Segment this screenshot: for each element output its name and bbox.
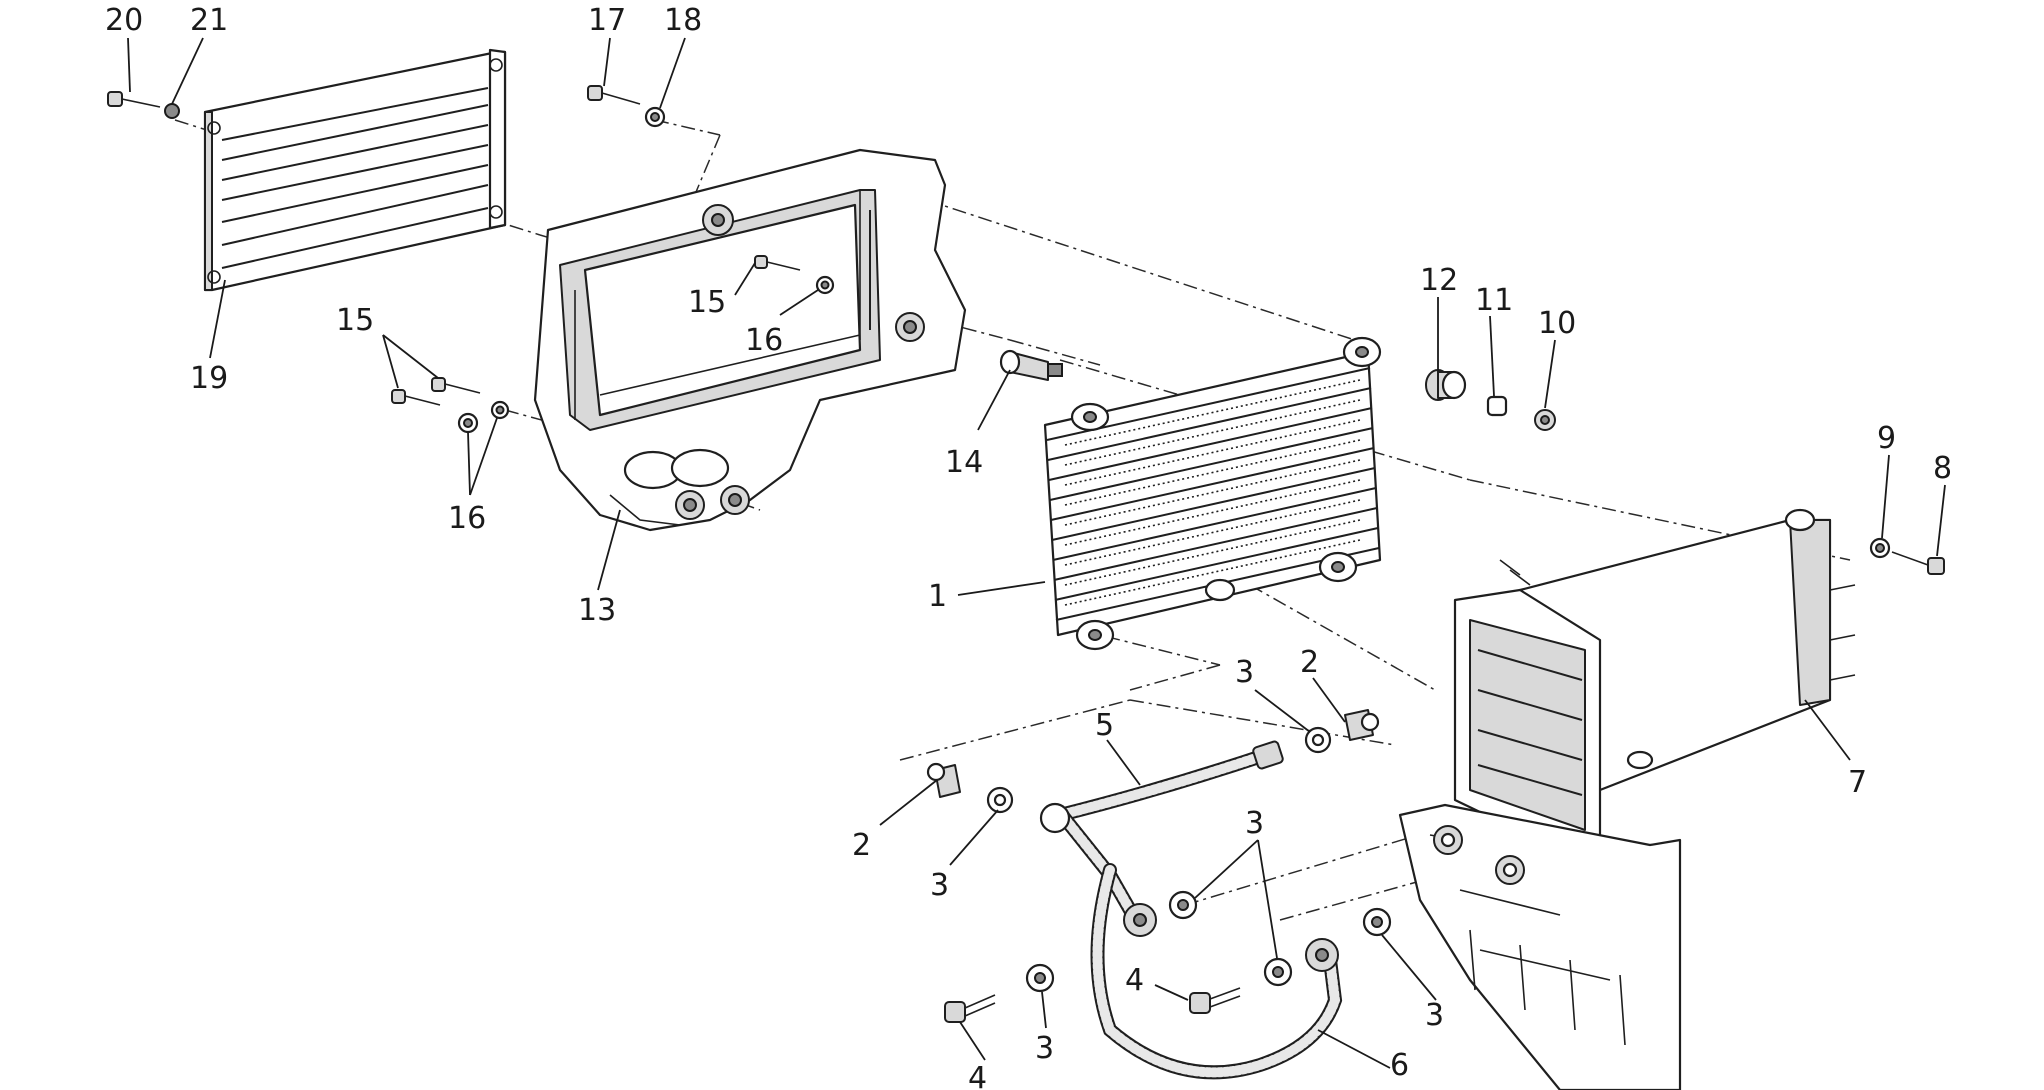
washer-16-upper bbox=[815, 275, 835, 295]
callout-4-middle: 4 bbox=[1125, 963, 1144, 998]
engine-sump bbox=[1398, 803, 1682, 1090]
screw-15-lower-b bbox=[431, 377, 481, 394]
banjo-bolt-4-middle bbox=[1189, 987, 1241, 1014]
callout-2-right: 2 bbox=[1300, 645, 1319, 680]
oil-cooler-1 bbox=[1043, 336, 1382, 651]
fitting-2-left bbox=[926, 762, 961, 798]
callout-labels: 20 21 17 18 19 15 16 15 16 13 14 12 11 1… bbox=[105, 3, 1952, 1090]
callout-17: 17 bbox=[588, 3, 626, 38]
bushing-11 bbox=[1486, 395, 1508, 417]
vent-grille-19 bbox=[203, 48, 507, 292]
washer-3-e bbox=[1263, 957, 1293, 987]
callout-16-upper: 16 bbox=[745, 323, 783, 358]
washer-10 bbox=[1534, 409, 1556, 431]
washer-3-c bbox=[1168, 890, 1198, 920]
callout-16-lower: 16 bbox=[448, 501, 486, 536]
screw-8 bbox=[1891, 551, 1945, 575]
callout-3-right: 3 bbox=[1235, 655, 1254, 690]
callout-12: 12 bbox=[1420, 263, 1458, 298]
air-duct-7 bbox=[1453, 508, 1856, 862]
grommet-12 bbox=[1425, 369, 1467, 401]
screw-15-upper bbox=[754, 255, 801, 271]
callout-7: 7 bbox=[1848, 765, 1867, 800]
callout-3-middle: 3 bbox=[1245, 806, 1264, 841]
callout-21: 21 bbox=[190, 3, 228, 38]
callout-11: 11 bbox=[1475, 283, 1513, 318]
callout-6: 6 bbox=[1390, 1048, 1409, 1083]
callout-4-left: 4 bbox=[968, 1061, 987, 1090]
leader-lines bbox=[127, 37, 1946, 1069]
callout-19: 19 bbox=[190, 361, 228, 396]
banjo-bolt-4-left bbox=[944, 994, 996, 1023]
callout-15-upper: 15 bbox=[688, 285, 726, 320]
callout-18: 18 bbox=[664, 3, 702, 38]
callout-3-sump: 3 bbox=[1425, 998, 1444, 1033]
washer-3-d bbox=[1025, 963, 1055, 993]
callout-1: 1 bbox=[928, 579, 947, 614]
washer-9 bbox=[1869, 537, 1891, 559]
fitting-2-right bbox=[1344, 709, 1380, 741]
oil-hose-6 bbox=[1090, 863, 1343, 1080]
washer-18 bbox=[644, 106, 666, 128]
callout-13: 13 bbox=[578, 593, 616, 628]
washer-3-f bbox=[1362, 907, 1392, 937]
callout-10: 10 bbox=[1538, 306, 1576, 341]
washer-3-b bbox=[1304, 726, 1332, 754]
callout-9: 9 bbox=[1877, 421, 1896, 456]
screw-15-lower-a bbox=[391, 389, 441, 406]
callout-20: 20 bbox=[105, 3, 143, 38]
callout-3-left: 3 bbox=[930, 868, 949, 903]
callout-14: 14 bbox=[945, 445, 983, 480]
washer-3-a bbox=[986, 786, 1014, 814]
screw-20 bbox=[107, 91, 161, 108]
washer-21 bbox=[164, 103, 180, 119]
radiator-frame-13 bbox=[533, 148, 967, 532]
screw-17 bbox=[587, 85, 641, 105]
callout-15-lower: 15 bbox=[336, 303, 374, 338]
callout-5: 5 bbox=[1095, 708, 1114, 743]
callout-3-bottom: 3 bbox=[1035, 1031, 1054, 1066]
callout-8: 8 bbox=[1933, 451, 1952, 486]
washer-16-lower-a bbox=[457, 412, 479, 434]
washer-16-lower-b bbox=[490, 400, 510, 420]
callout-2-left: 2 bbox=[852, 828, 871, 863]
spacer-14 bbox=[999, 349, 1063, 381]
